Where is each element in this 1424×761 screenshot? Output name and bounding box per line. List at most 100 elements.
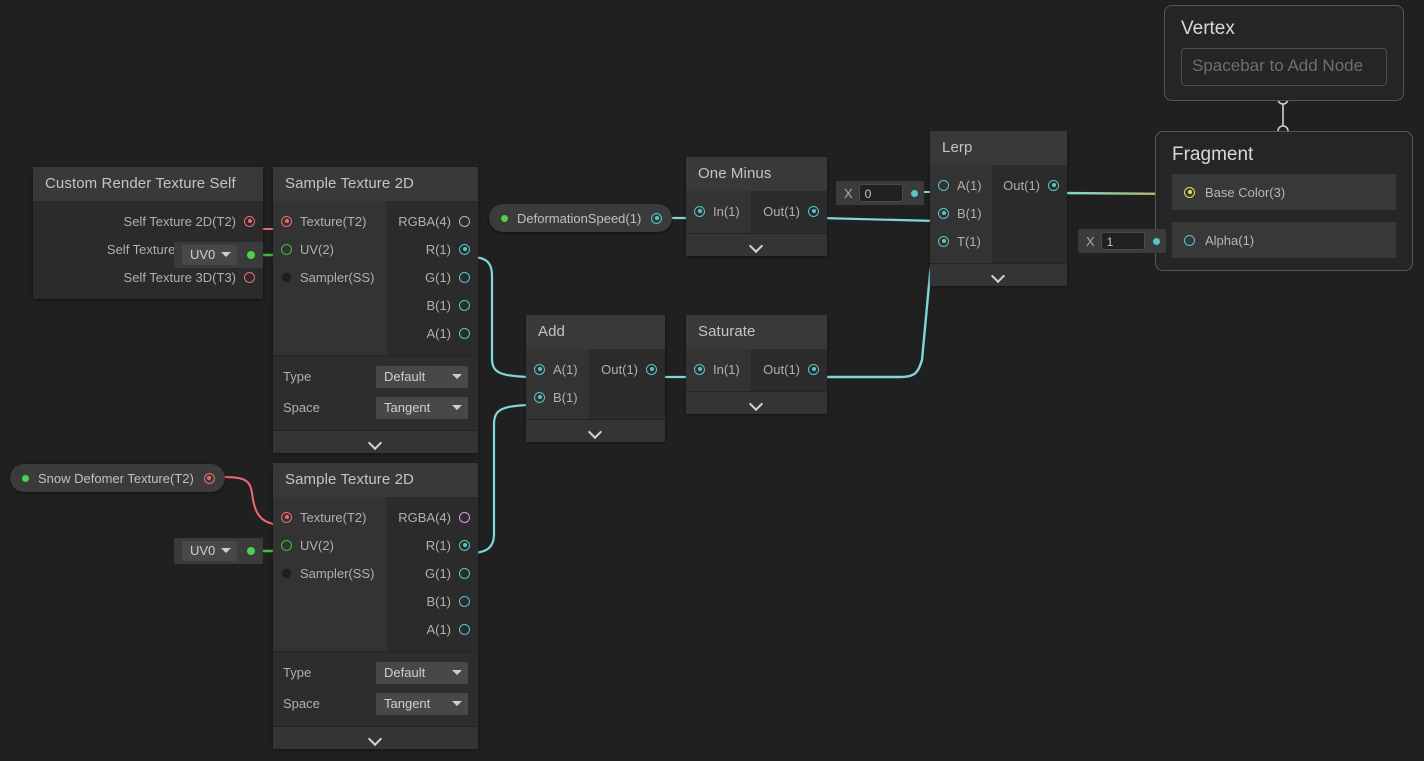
input-slot-in[interactable]: In(1) xyxy=(686,197,751,225)
master-stack-vertex[interactable]: Vertex Spacebar to Add Node xyxy=(1164,5,1404,101)
port-g[interactable] xyxy=(459,271,470,283)
port-in[interactable] xyxy=(694,363,705,375)
port-a[interactable] xyxy=(534,363,545,375)
output-slot-out[interactable]: Out(1) xyxy=(751,197,827,225)
collapse-toggle[interactable] xyxy=(273,430,478,453)
uv-channel-widget-top[interactable]: UV0 xyxy=(174,242,264,268)
port-b[interactable] xyxy=(534,391,545,403)
inline-value-lerp-a[interactable]: X 0 xyxy=(836,181,924,205)
block-alpha[interactable]: Alpha(1) xyxy=(1172,222,1396,258)
master-stack-fragment[interactable]: Fragment Base Color(3) Alpha(1) xyxy=(1155,131,1413,271)
port-out[interactable] xyxy=(646,363,657,375)
output-slot-g[interactable]: G(1) xyxy=(386,263,478,291)
collapse-toggle[interactable] xyxy=(526,419,665,442)
uv-output-dot[interactable] xyxy=(247,547,256,555)
node-one-minus[interactable]: One Minus In(1) Out(1) xyxy=(686,157,827,256)
input-slot-b[interactable]: B(1) xyxy=(930,199,992,227)
output-slot-r[interactable]: R(1) xyxy=(386,531,478,559)
output-slot-out[interactable]: Out(1) xyxy=(751,355,827,383)
property-snow-deformer-texture[interactable]: Snow Defomer Texture(T2) xyxy=(10,464,225,492)
port-texture[interactable] xyxy=(281,215,292,227)
node-sample-texture-2d-bottom[interactable]: Sample Texture 2D Texture(T2) UV(2) Samp… xyxy=(273,463,478,749)
inline-value-alpha[interactable]: X 1 xyxy=(1078,229,1166,253)
uv-channel-widget-bottom[interactable]: UV0 xyxy=(174,538,264,564)
type-dropdown[interactable]: Default xyxy=(376,661,468,684)
collapse-toggle[interactable] xyxy=(930,263,1067,286)
collapse-toggle[interactable] xyxy=(273,726,478,749)
input-slot-uv[interactable]: UV(2) xyxy=(273,235,386,263)
output-slot-r[interactable]: R(1) xyxy=(386,235,478,263)
output-slot-a[interactable]: A(1) xyxy=(386,615,478,643)
collapse-toggle[interactable] xyxy=(686,391,827,414)
output-slot-self-texture-3d[interactable]: Self Texture 3D(T3) xyxy=(33,263,263,291)
port-uv[interactable] xyxy=(281,539,292,551)
input-slot-b[interactable]: B(1) xyxy=(526,383,589,411)
port-r[interactable] xyxy=(459,243,470,255)
space-dropdown[interactable]: Tangent xyxy=(376,396,468,419)
output-slot-self-texture-2d[interactable]: Self Texture 2D(T2) xyxy=(33,207,263,235)
type-dropdown[interactable]: Default xyxy=(376,365,468,388)
output-slot-out[interactable]: Out(1) xyxy=(589,355,665,383)
port-b[interactable] xyxy=(459,299,470,311)
value-output-dot[interactable] xyxy=(1152,237,1160,245)
input-slot-uv[interactable]: UV(2) xyxy=(273,531,386,559)
port-a[interactable] xyxy=(938,179,949,191)
collapse-toggle[interactable] xyxy=(686,233,827,256)
input-slot-texture[interactable]: Texture(T2) xyxy=(273,207,386,235)
node-add[interactable]: Add A(1) B(1) Out(1) xyxy=(526,315,665,442)
port-b[interactable] xyxy=(459,595,470,607)
input-slot-sampler[interactable]: Sampler(SS) xyxy=(273,263,386,291)
uv-channel-dropdown-top[interactable]: UV0 xyxy=(182,245,238,265)
node-saturate[interactable]: Saturate In(1) Out(1) xyxy=(686,315,827,414)
port-self-texture-3d[interactable] xyxy=(244,271,255,283)
node-custom-render-texture-self[interactable]: Custom Render Texture Self Self Texture … xyxy=(33,167,263,299)
port-out[interactable] xyxy=(808,363,819,375)
port-sampler[interactable] xyxy=(281,567,292,579)
port-t[interactable] xyxy=(938,235,949,247)
uv-channel-dropdown-bottom[interactable]: UV0 xyxy=(182,541,238,561)
output-slot-rgba[interactable]: RGBA(4) xyxy=(386,503,478,531)
port-a[interactable] xyxy=(459,327,470,339)
alpha-value-input[interactable]: 1 xyxy=(1100,232,1145,250)
port-out[interactable] xyxy=(1048,179,1059,191)
lerp-a-value-input[interactable]: 0 xyxy=(858,184,903,202)
output-slot-out[interactable]: Out(1) xyxy=(992,171,1067,199)
input-slot-texture[interactable]: Texture(T2) xyxy=(273,503,386,531)
port-texture[interactable] xyxy=(281,511,292,523)
port-g[interactable] xyxy=(459,567,470,579)
space-dropdown[interactable]: Tangent xyxy=(376,692,468,715)
port-sampler[interactable] xyxy=(281,271,292,283)
port-alpha[interactable] xyxy=(1184,234,1195,246)
block-base-color[interactable]: Base Color(3) xyxy=(1172,174,1396,210)
vertex-add-node-placeholder[interactable]: Spacebar to Add Node xyxy=(1181,48,1387,86)
node-lerp[interactable]: Lerp A(1) B(1) T(1) Out(1) xyxy=(930,131,1067,286)
port-a[interactable] xyxy=(459,623,470,635)
port-r[interactable] xyxy=(459,539,470,551)
input-slot-a[interactable]: A(1) xyxy=(930,171,992,199)
port-base-color[interactable] xyxy=(1184,186,1195,198)
output-slot-rgba[interactable]: RGBA(4) xyxy=(386,207,478,235)
value-output-dot[interactable] xyxy=(910,189,918,197)
port-b[interactable] xyxy=(938,207,949,219)
port-deformation-speed-out[interactable] xyxy=(651,212,663,224)
setting-space[interactable]: Space Tangent xyxy=(283,688,468,719)
property-deformation-speed[interactable]: DeformationSpeed(1) xyxy=(489,204,673,232)
setting-type[interactable]: Type Default xyxy=(283,361,468,392)
output-slot-g[interactable]: G(1) xyxy=(386,559,478,587)
port-rgba[interactable] xyxy=(459,215,470,227)
port-in[interactable] xyxy=(694,205,705,217)
port-uv[interactable] xyxy=(281,243,292,255)
input-slot-sampler[interactable]: Sampler(SS) xyxy=(273,559,386,587)
input-slot-a[interactable]: A(1) xyxy=(526,355,589,383)
output-slot-b[interactable]: B(1) xyxy=(386,291,478,319)
setting-space[interactable]: Space Tangent xyxy=(283,392,468,423)
output-slot-b[interactable]: B(1) xyxy=(386,587,478,615)
uv-output-dot[interactable] xyxy=(247,251,256,259)
port-rgba[interactable] xyxy=(459,511,470,523)
port-out[interactable] xyxy=(808,205,819,217)
port-snow-deformer-texture-out[interactable] xyxy=(203,472,215,484)
input-slot-in[interactable]: In(1) xyxy=(686,355,751,383)
input-slot-t[interactable]: T(1) xyxy=(930,227,992,255)
port-self-texture-2d[interactable] xyxy=(244,215,255,227)
